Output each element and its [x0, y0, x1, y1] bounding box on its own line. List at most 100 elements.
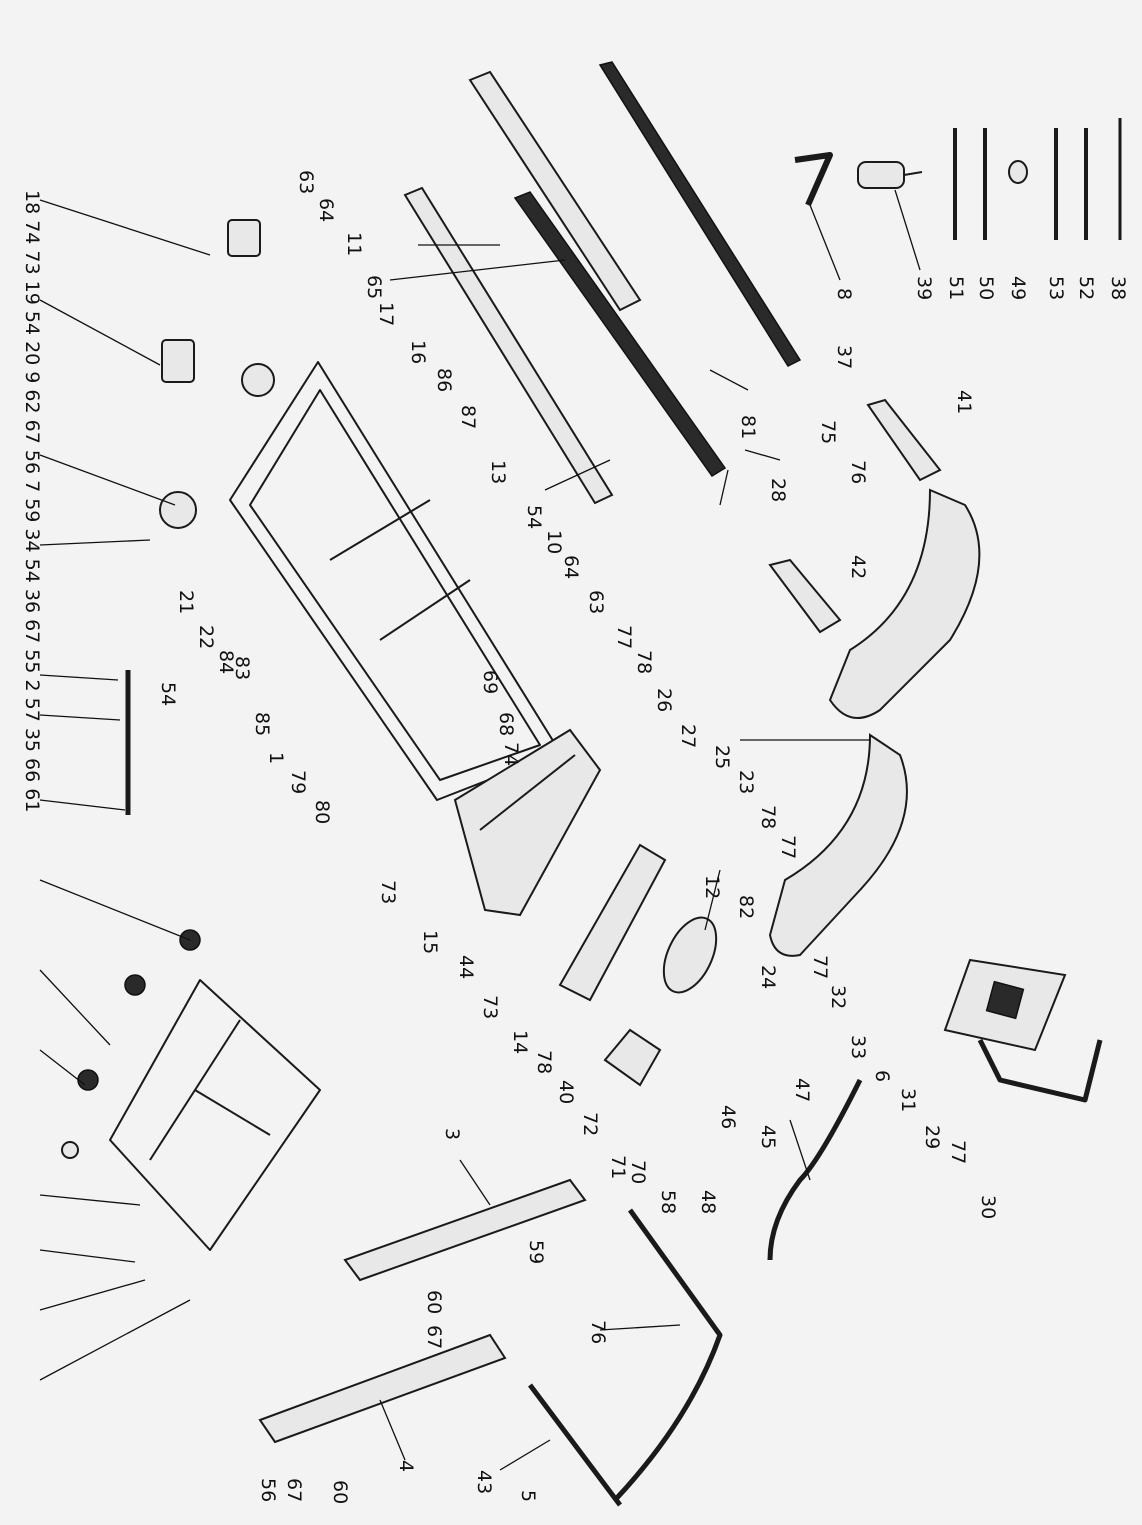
label-1: 1 — [265, 752, 287, 764]
label-50: 50 — [975, 276, 997, 300]
label-15: 15 — [419, 930, 441, 954]
label-75: 75 — [817, 420, 839, 444]
label-77-d: 77 — [947, 1140, 969, 1164]
label-76-bottom: 76 — [587, 1320, 609, 1344]
label-24: 24 — [757, 965, 779, 989]
label-56: 56 — [257, 1478, 279, 1502]
label-46: 46 — [717, 1105, 739, 1129]
part-pulley-83 — [241, 363, 275, 397]
part-pulley-9 — [159, 491, 197, 529]
part-handrail-76 — [613, 1208, 723, 1502]
label-54-top: 54 — [523, 505, 545, 529]
part-console-shell-lower — [768, 733, 908, 957]
label-37: 37 — [833, 345, 855, 369]
label-72: 72 — [579, 1112, 601, 1136]
label-64-mid: 64 — [560, 555, 582, 579]
label-77-c: 77 — [809, 955, 831, 979]
part-labels: 18 74 73 19 54 20 9 62 67 56 7 59 34 54 … — [21, 170, 1129, 1504]
label-85: 85 — [251, 712, 273, 736]
label-70: 70 — [627, 1160, 649, 1184]
label-58: 58 — [657, 1190, 679, 1214]
label-26: 26 — [653, 688, 675, 712]
part-drive-motor — [662, 916, 718, 994]
label-54-left: 54 — [157, 682, 179, 706]
part-upright-3 — [343, 1178, 587, 1282]
label-23: 23 — [735, 770, 757, 794]
label-60-a: 60 — [423, 1290, 445, 1314]
label-33: 33 — [847, 1035, 869, 1059]
label-42: 42 — [847, 555, 869, 579]
label-44: 44 — [455, 955, 477, 979]
label-47: 47 — [791, 1078, 813, 1102]
label-31: 31 — [897, 1088, 919, 1112]
label-13: 13 — [487, 460, 509, 484]
label-49: 49 — [1007, 276, 1029, 300]
part-front-roller — [403, 186, 614, 505]
part-motor-cover — [453, 728, 602, 917]
label-52: 52 — [1075, 276, 1097, 300]
label-17: 17 — [375, 302, 397, 326]
label-60-b: 60 — [329, 1480, 351, 1504]
label-79: 79 — [287, 770, 309, 794]
label-65: 65 — [363, 275, 385, 299]
label-21: 21 — [175, 590, 197, 614]
label-74: 74 — [500, 742, 522, 766]
label-69: 69 — [479, 670, 501, 694]
part-foot-pad-2 — [124, 974, 146, 996]
label-78-a: 78 — [633, 650, 655, 674]
label-43: 43 — [473, 1470, 495, 1494]
label-67-b: 67 — [283, 1478, 305, 1502]
label-3: 3 — [441, 1128, 463, 1140]
label-63-mid: 63 — [585, 590, 607, 614]
label-83: 83 — [231, 656, 253, 680]
label-53: 53 — [1045, 276, 1067, 300]
label-5: 5 — [517, 1490, 539, 1502]
part-bracket-42 — [768, 558, 842, 634]
label-30: 30 — [977, 1195, 999, 1219]
part-small-motor — [857, 161, 905, 189]
part-console-frame — [977, 1038, 1103, 1103]
label-51: 51 — [945, 276, 967, 300]
part-console-shell-upper — [828, 488, 981, 719]
label-67-a: 67 — [423, 1325, 445, 1349]
part-running-belt-2 — [513, 191, 727, 478]
label-4: 4 — [395, 1460, 417, 1472]
label-41: 41 — [953, 390, 975, 414]
part-running-belt-1 — [598, 61, 802, 367]
label-29: 29 — [921, 1125, 943, 1149]
label-25: 25 — [711, 745, 733, 769]
side-label-column: 18 74 73 19 54 20 9 62 67 56 7 59 34 54 … — [21, 190, 43, 812]
part-display-window — [985, 980, 1025, 1020]
part-foot-pad-3 — [77, 1069, 99, 1091]
part-hex-wrench — [794, 152, 833, 207]
label-63-top: 63 — [295, 170, 317, 194]
label-16: 16 — [407, 340, 429, 364]
part-end-cap-19 — [161, 339, 195, 383]
label-81: 81 — [737, 415, 759, 439]
label-38: 38 — [1107, 276, 1129, 300]
label-77-a: 77 — [613, 625, 635, 649]
label-22: 22 — [195, 625, 217, 649]
label-8: 8 — [833, 288, 855, 300]
label-10: 10 — [543, 530, 565, 554]
label-86: 86 — [433, 368, 455, 392]
label-82: 82 — [735, 895, 757, 919]
label-32: 32 — [827, 985, 849, 1009]
part-control-box — [603, 1028, 662, 1087]
label-78-b: 78 — [757, 805, 779, 829]
label-80: 80 — [311, 800, 333, 824]
part-end-cap-18 — [227, 219, 261, 257]
label-59: 59 — [525, 1240, 547, 1264]
part-bracket-41 — [866, 398, 942, 482]
label-14: 14 — [509, 1030, 531, 1054]
label-84: 84 — [215, 650, 237, 674]
label-28: 28 — [767, 478, 789, 502]
label-87: 87 — [457, 405, 479, 429]
part-rear-roller — [468, 70, 642, 312]
label-68: 68 — [495, 712, 517, 736]
label-73-b: 73 — [377, 880, 399, 904]
leader-lines — [39, 189, 921, 1471]
label-77-b: 77 — [777, 835, 799, 859]
part-base-frame — [109, 979, 321, 1251]
